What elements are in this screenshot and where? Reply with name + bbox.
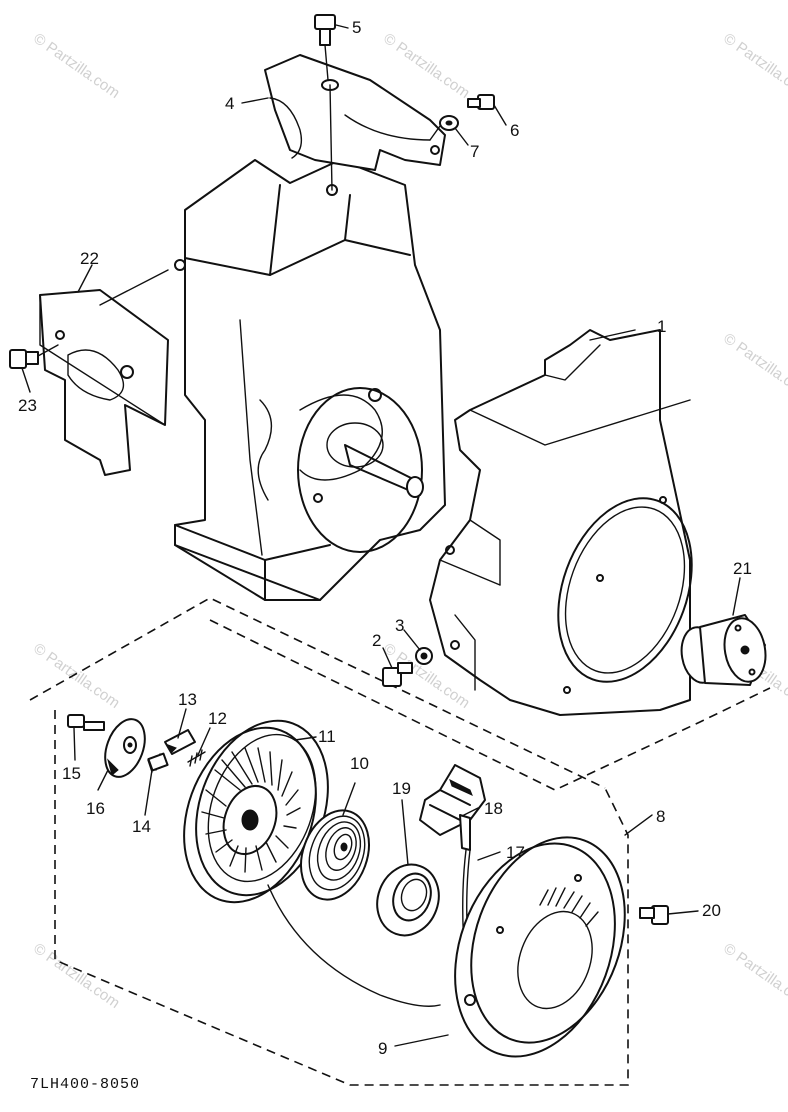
part-12-spring xyxy=(187,749,206,767)
engine-block xyxy=(174,159,446,601)
callout-5: 5 xyxy=(352,18,362,37)
part-16-ratchet-guide xyxy=(104,718,146,778)
callout-6: 6 xyxy=(510,121,520,140)
callout-12: 12 xyxy=(208,709,227,728)
part-17-starter-rope xyxy=(267,849,480,1007)
part-20-bolt xyxy=(639,905,669,925)
callout-23: 23 xyxy=(18,396,37,415)
part-1-fan-housing xyxy=(429,329,693,716)
part-2-bolt xyxy=(382,662,413,687)
part-21-starter-pulley xyxy=(680,614,767,686)
callout-13: 13 xyxy=(178,690,197,709)
part-7-washer xyxy=(429,115,459,141)
leader-lines xyxy=(21,24,741,1047)
callout-22: 22 xyxy=(80,249,99,268)
part-10-spiral-spring xyxy=(300,809,370,901)
callout-18: 18 xyxy=(484,799,503,818)
callout-21: 21 xyxy=(733,559,752,578)
part-22-air-guide-plate xyxy=(39,269,169,476)
part-19-rope-guide xyxy=(376,863,440,937)
callout-1: 1 xyxy=(657,317,667,336)
callout-10: 10 xyxy=(350,754,369,773)
part-23-bolt xyxy=(9,344,59,369)
callout-20: 20 xyxy=(702,901,721,920)
callout-11: 11 xyxy=(318,727,336,746)
callout-19: 19 xyxy=(392,779,411,798)
part-14-spring xyxy=(147,752,169,773)
callout-3: 3 xyxy=(395,616,405,635)
recoil-starter-group-outline xyxy=(29,597,771,1086)
callout-17: 17 xyxy=(506,843,525,862)
part-9-starter-case xyxy=(454,836,626,1058)
callout-9: 9 xyxy=(378,1039,388,1058)
part-6-bolt xyxy=(467,94,495,110)
callout-8: 8 xyxy=(656,807,666,826)
callout-15: 15 xyxy=(62,764,81,783)
callout-4: 4 xyxy=(225,94,235,113)
callout-7: 7 xyxy=(470,142,480,161)
callout-16: 16 xyxy=(86,799,105,818)
part-15-bolt xyxy=(67,714,105,731)
part-13-ratchet xyxy=(164,729,196,755)
part-5-bolt xyxy=(314,14,336,81)
part-11-reel xyxy=(183,719,329,904)
callout-2: 2 xyxy=(372,631,382,650)
part-4-upper-air-guide xyxy=(264,54,446,191)
part-3-washer xyxy=(415,647,433,665)
drawing-code: 7LH400-8050 xyxy=(30,1076,141,1093)
part-18-starter-handle xyxy=(419,764,486,851)
callout-14: 14 xyxy=(132,817,151,836)
